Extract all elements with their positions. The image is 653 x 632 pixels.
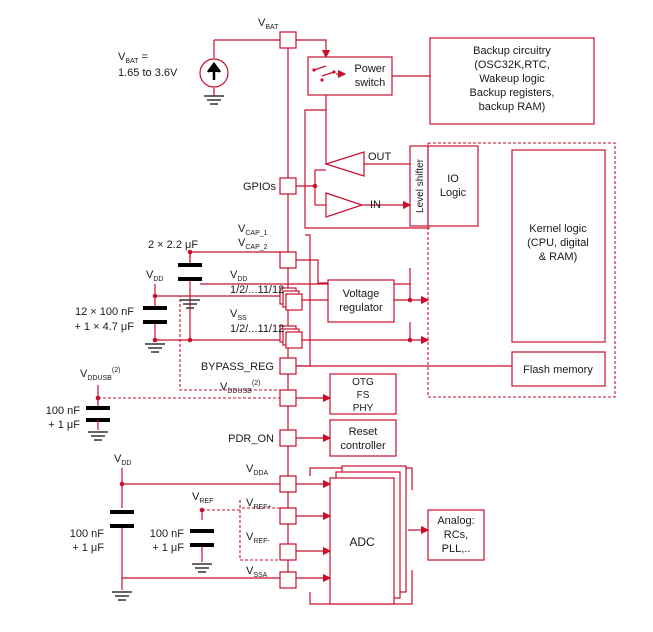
flash-memory: Flash memory [511, 351, 606, 387]
bypass-reg-label: BYPASS_REG [201, 361, 274, 373]
ground-icon [192, 563, 212, 573]
vcap1-label: VCAP_1 [238, 223, 268, 237]
gpios-label: GPIOs [243, 181, 277, 193]
analog-label-1: Analog: [437, 515, 474, 527]
voltage-regulator: Voltage regulator [327, 279, 395, 323]
kernel-logic: Kernel logic (CPU, digital & RAM) [511, 149, 606, 343]
reset-label-1: Reset [349, 426, 378, 438]
cap-vref-label-2: + 1 μF [152, 542, 184, 554]
reset-label-2: controller [340, 440, 386, 452]
pin-labels: VBAT GPIOs VCAP_1 VCAP_2 VDD 1/2/...11/1… [201, 17, 284, 579]
buffer-out-label: OUT [368, 151, 392, 163]
pin-vcap [279, 251, 297, 269]
ground-icon [180, 299, 200, 309]
power-switch-label-2: switch [355, 77, 386, 89]
cap-vdda-label-1: 100 nF [70, 528, 105, 540]
kernel-label-1: Kernel logic [529, 223, 587, 235]
pin-vssa [279, 571, 297, 589]
vbat-range-value: 1.65 to 3.6V [118, 67, 178, 79]
pin-vdda [279, 475, 297, 493]
vdd-range-label: 1/2/...11/12 [230, 284, 284, 296]
pin-vss-3 [285, 331, 303, 349]
cap-vcap-label: 2 × 2.2 μF [148, 239, 198, 251]
io-logic-label-2: Logic [440, 187, 467, 199]
vdd-supply-label: VDD [146, 269, 163, 283]
vref-minus-label: VREF- [246, 531, 270, 545]
vddusb-supply-label: VDDUSB(2) [80, 367, 120, 382]
vss-range-label: 1/2/...11/12 [230, 323, 284, 335]
io-logic: IO Logic [427, 145, 479, 227]
ground-icon [204, 95, 224, 105]
analog-label-2: RCs, [444, 529, 468, 541]
pin-vref-plus [279, 507, 297, 525]
vdd-analog-supply-label: VDD [114, 453, 131, 467]
analog-block: Analog: RCs, PLL,.. [427, 509, 485, 561]
backup-label-5: backup RAM) [479, 101, 546, 113]
pin-squares [279, 31, 303, 589]
pin-bypass-reg [279, 357, 297, 375]
vbat-pin-label: VBAT [258, 17, 279, 31]
level-shifter: Level shifter [409, 145, 429, 227]
power-switch-label-1: Power [354, 63, 386, 75]
external-labels: VBAT = 1.65 to 3.6V 2 × 2.2 μF VDD 12 × … [46, 51, 214, 554]
cap-vdda-label-2: + 1 μF [72, 542, 104, 554]
cap-vref-label-1: 100 nF [150, 528, 185, 540]
pin-pdr-on [279, 429, 297, 447]
backup-label-1: Backup circuitry [473, 45, 551, 57]
junction-dots [95, 183, 413, 513]
kernel-label-2: (CPU, digital [527, 237, 589, 249]
backup-circuitry: Backup circuitry (OSC32K,RTC, Wakeup log… [429, 37, 595, 125]
backup-label-3: Wakeup logic [479, 73, 545, 85]
cap-usb-label-1: 100 nF [46, 405, 81, 417]
pin-vdd-3 [285, 293, 303, 311]
otg-label-1: OTG [352, 377, 374, 388]
pin-vref-minus [279, 543, 297, 561]
power-switch: Power switch [307, 56, 393, 96]
cap-vdd-label-2: + 1 × 4.7 μF [74, 321, 134, 333]
vdd-pin-label: VDD [230, 269, 247, 283]
analog-label-3: PLL,.. [442, 543, 471, 555]
vref-supply-label: VREF [192, 491, 213, 505]
backup-label-2: (OSC32K,RTC, [474, 59, 550, 71]
otg-fs-phy: OTG FS PHY [329, 373, 397, 415]
adc-label: ADC [349, 535, 375, 549]
ground-icon [112, 578, 132, 601]
flash-label: Flash memory [523, 364, 593, 376]
io-logic-label-1: IO [447, 173, 459, 185]
vssa-label: VSSA [246, 565, 268, 579]
otg-label-2: FS [357, 390, 370, 401]
adc: ADC [329, 465, 407, 605]
vddusb-pin-label: VDDUSB(2) [220, 380, 260, 395]
input-buffer [325, 192, 364, 218]
output-buffer [324, 151, 365, 177]
pin-vbat [279, 31, 297, 49]
capacitors [86, 263, 214, 547]
pin-gpios [279, 177, 297, 195]
backup-label-4: Backup registers, [470, 87, 555, 99]
buffer-in-label: IN [370, 199, 381, 211]
pdr-on-label: PDR_ON [228, 433, 274, 445]
reset-controller: Reset controller [329, 419, 397, 457]
cap-vdd-label-1: 12 × 100 nF [75, 306, 134, 318]
regulator-label-1: Voltage [343, 288, 380, 300]
vbat-range-title: VBAT = [118, 51, 148, 65]
vcap2-label: VCAP_2 [238, 237, 268, 251]
kernel-label-3: & RAM) [539, 251, 578, 263]
ground-symbols [88, 95, 224, 601]
vref-plus-label: VREF+ [246, 497, 271, 511]
io-buffers: OUT IN [324, 151, 392, 218]
ground-icon [145, 343, 165, 353]
vss-pin-label: VSS [230, 308, 247, 322]
regulator-label-2: regulator [339, 302, 383, 314]
level-shifter-label: Level shifter [415, 158, 426, 213]
pin-vddusb [279, 389, 297, 407]
cap-usb-label-2: + 1 μF [48, 419, 80, 431]
battery-source [199, 58, 229, 88]
dashed-wires [98, 142, 616, 561]
ground-icon [88, 420, 108, 441]
vdda-label: VDDA [246, 463, 268, 477]
otg-label-3: PHY [353, 403, 374, 414]
